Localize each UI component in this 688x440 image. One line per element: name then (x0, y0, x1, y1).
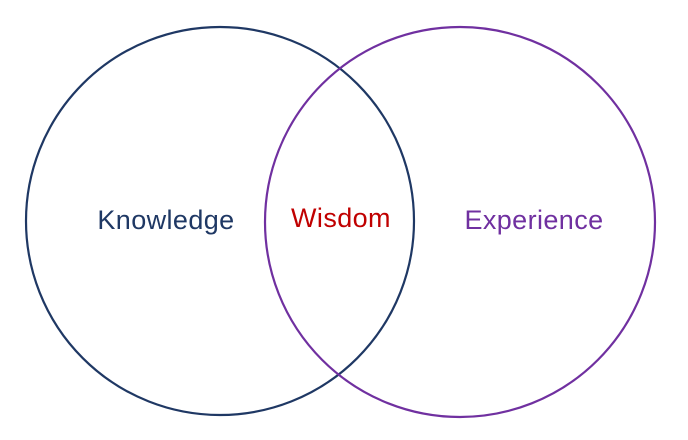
experience-label: Experience (464, 205, 603, 235)
knowledge-circle (24, 25, 416, 417)
knowledge-label: Knowledge (97, 205, 234, 235)
experience-circle (263, 25, 657, 419)
wisdom-label: Wisdom (291, 203, 391, 233)
